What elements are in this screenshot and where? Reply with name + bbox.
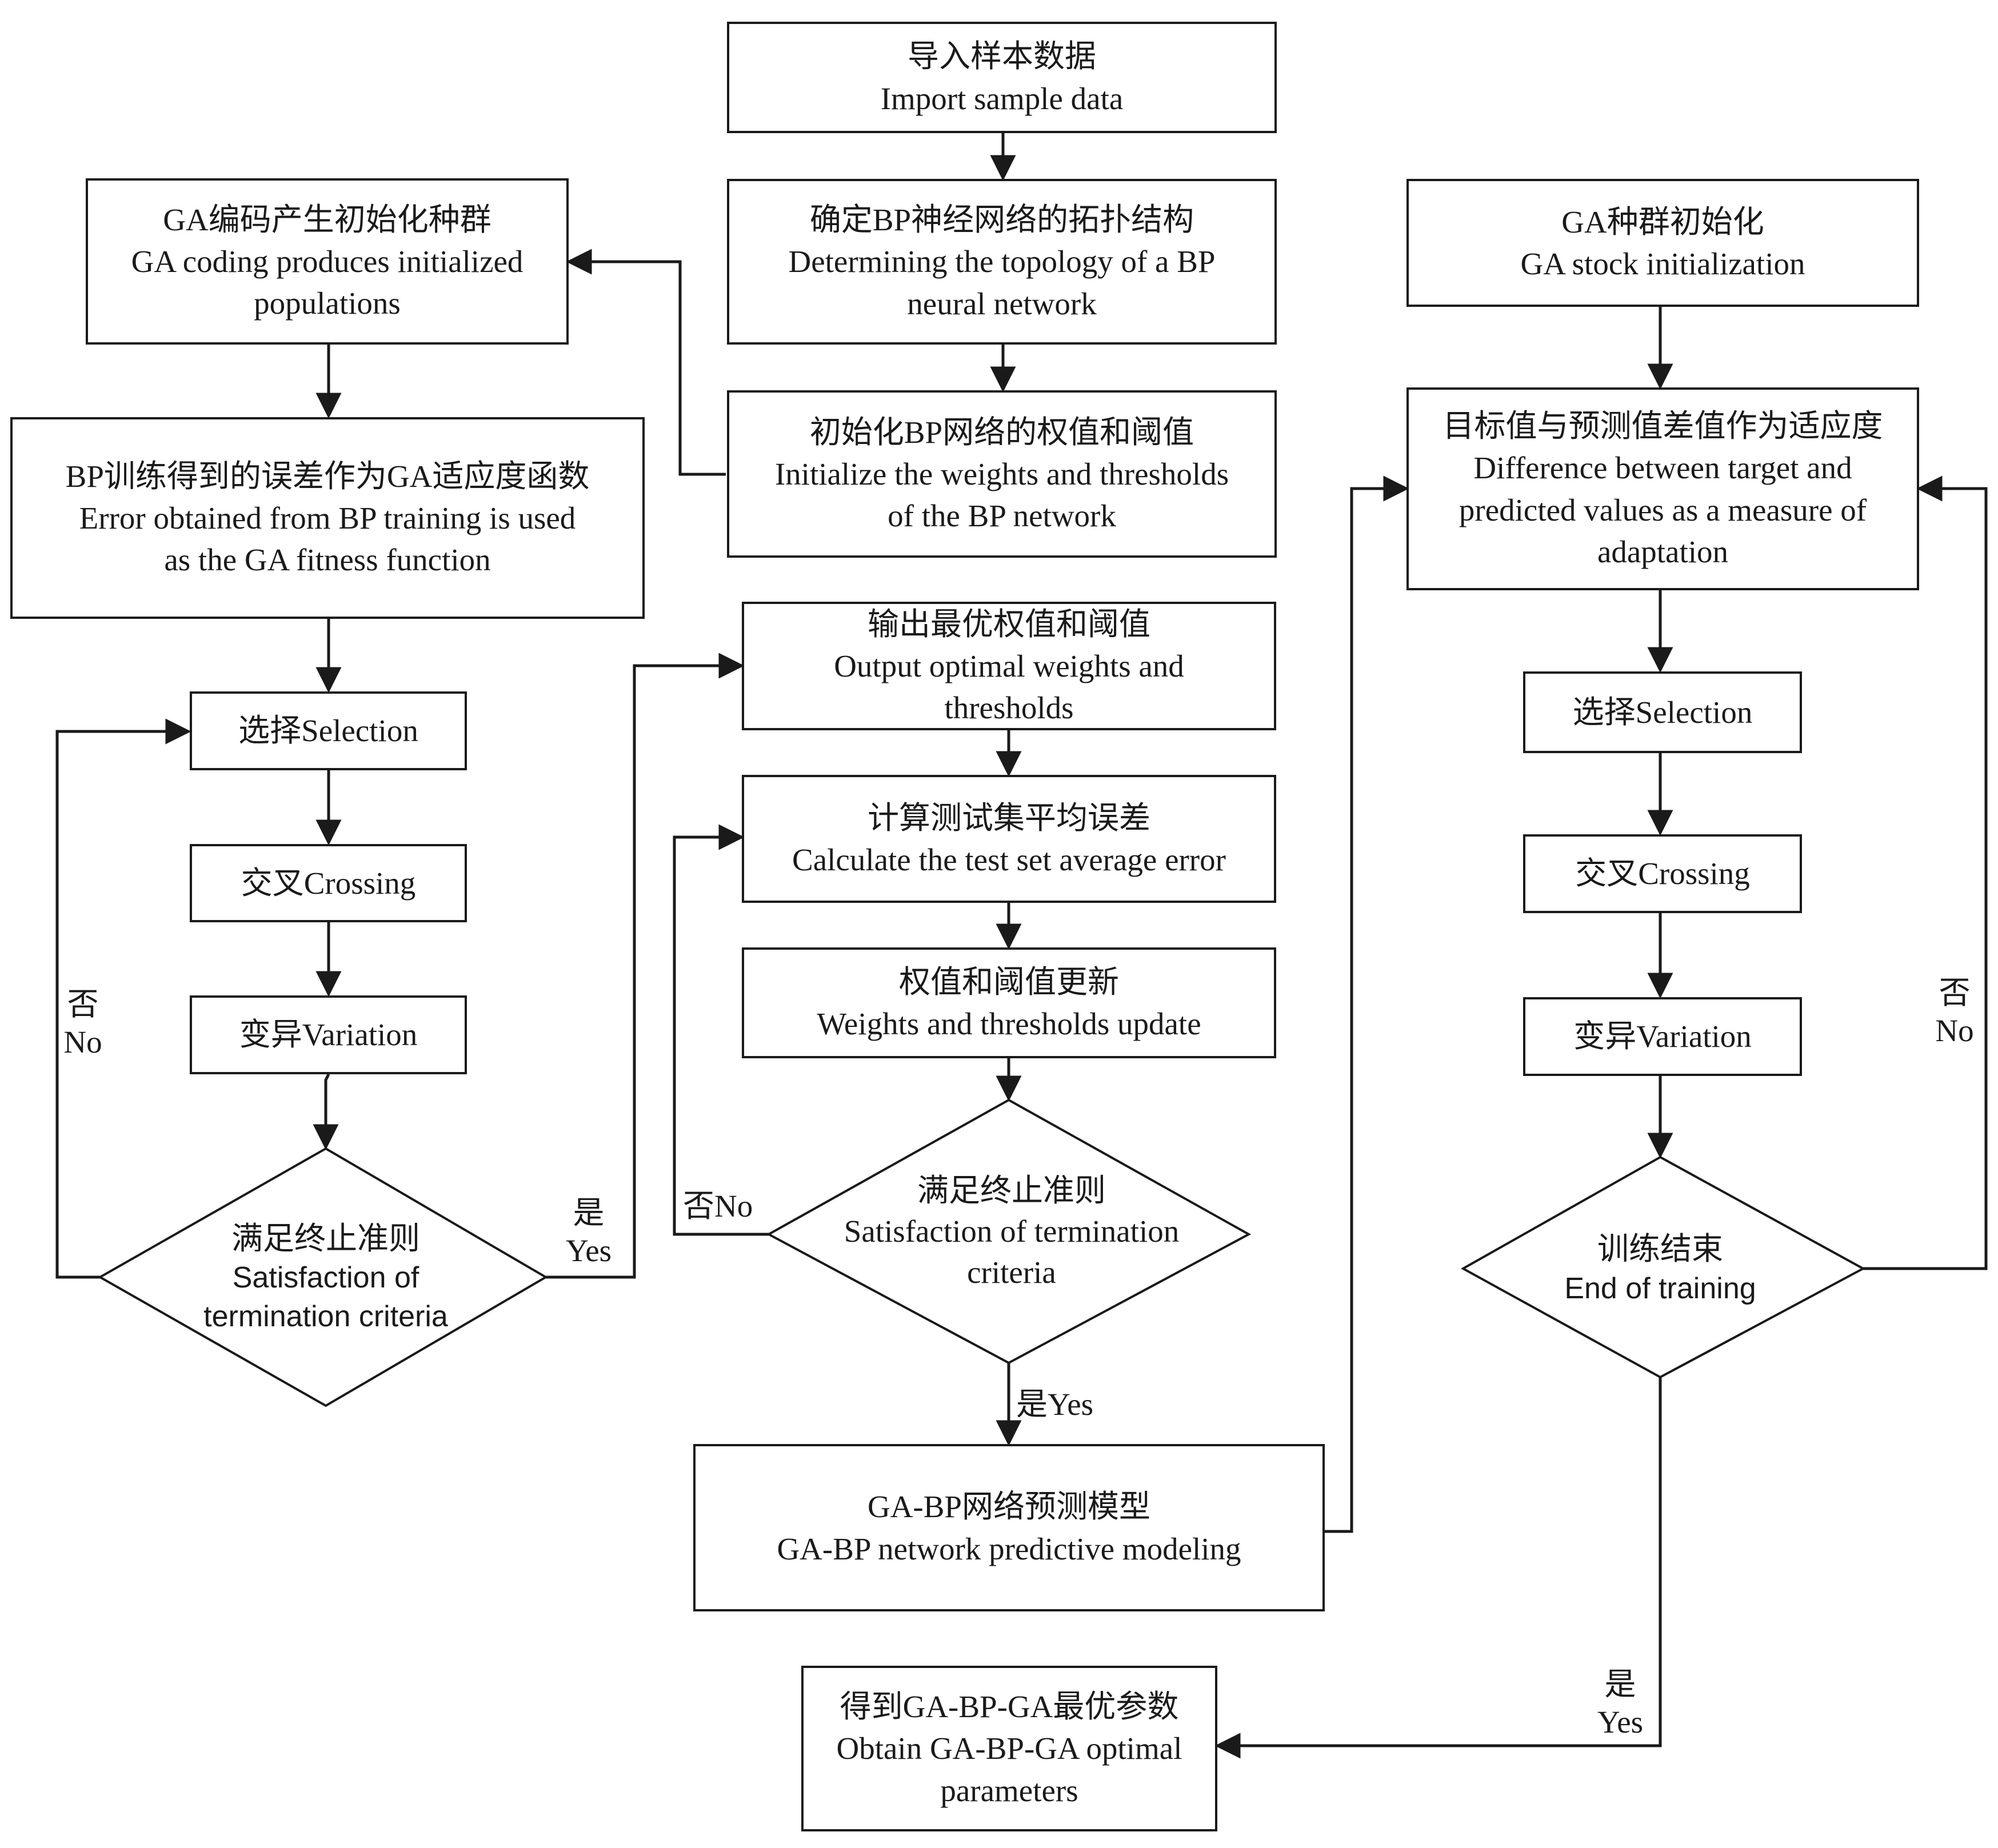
label-right-yes-zh: 是: [1604, 1667, 1636, 1702]
node-right-selection-label: 选择Selection: [1572, 694, 1753, 730]
mid-decision-en1: Satisfaction of termination: [844, 1214, 1180, 1249]
node-difference-zh: 目标值与预测值差值作为适应度: [1442, 409, 1883, 444]
node-gabp-model: GA-BP网络预测模型 GA-BP network predictive mod…: [693, 1444, 1325, 1611]
node-right-variation: 变异Variation: [1523, 997, 1802, 1076]
label-right-yes-en: Yes: [1597, 1705, 1644, 1739]
label-mid-yes-text: 是Yes: [1016, 1387, 1094, 1422]
node-bp-error-fitness: BP训练得到的误差作为GA适应度函数 Error obtained from B…: [10, 417, 645, 619]
mid-decision-zh: 满足终止准则: [917, 1173, 1106, 1208]
label-mid-yes: 是Yes: [1016, 1386, 1093, 1423]
left-decision-text: 满足终止准则 Satisfaction of termination crite…: [137, 1200, 514, 1354]
node-gacoding-zh: GA编码产生初始化种群: [163, 202, 491, 237]
mid-decision-text: 满足终止准则 Satisfaction of termination crite…: [806, 1154, 1217, 1309]
node-right-selection: 选择Selection: [1523, 671, 1802, 753]
node-final-en1: Obtain GA-BP-GA optimal: [836, 1731, 1182, 1766]
arrow-leftdecision-yes: [546, 653, 745, 1279]
node-left-selection-label: 选择Selection: [238, 713, 418, 749]
node-left-selection: 选择Selection: [190, 691, 467, 770]
node-calc-zh: 计算测试集平均误差: [867, 800, 1150, 835]
node-topology-en1: Determining the topology of a BP: [788, 244, 1216, 279]
label-right-no-en: No: [1935, 1013, 1974, 1048]
node-difference-fitness: 目标值与预测值差值作为适应度 Difference between target…: [1406, 387, 1919, 590]
node-difference-en2: predicted values as a measure of: [1458, 492, 1867, 527]
node-init-zh: 初始化BP网络的权值和阈值: [809, 414, 1194, 450]
node-left-variation: 变异Variation: [190, 995, 467, 1074]
node-import-en: Import sample data: [880, 81, 1124, 116]
arrow-variation-to-decision: [313, 1073, 339, 1150]
node-ga-coding: GA编码产生初始化种群 GA coding produces initializ…: [86, 178, 569, 345]
label-mid-no-text: 否No: [683, 1189, 753, 1223]
label-mid-no: 否No: [683, 1187, 753, 1225]
node-bperror-en1: Error obtained from BP training is used: [79, 500, 576, 535]
node-update-zh: 权值和阈值更新: [898, 964, 1119, 999]
node-topology-zh: 确定BP神经网络的拓扑结构: [809, 202, 1194, 238]
mid-decision-en2: criteria: [967, 1254, 1056, 1290]
node-gabp-en: GA-BP network predictive modeling: [777, 1531, 1241, 1566]
node-difference-en3: adaptation: [1597, 534, 1729, 569]
end-training-en: End of training: [1564, 1271, 1756, 1305]
label-right-no-zh: 否: [1939, 975, 1971, 1010]
node-right-crossing-label: 交叉Crossing: [1575, 856, 1750, 891]
node-import-sample-data: 导入样本数据 Import sample data: [727, 22, 1277, 133]
label-left-no-zh: 否: [67, 987, 99, 1022]
arrow-gabp-to-difference: [1325, 475, 1409, 1533]
arrow-init-to-gacoding: [566, 249, 726, 476]
node-gacoding-en2: populations: [254, 286, 401, 321]
end-training-zh: 训练结束: [1597, 1231, 1723, 1267]
label-left-no: 否 No: [54, 986, 111, 1061]
node-left-crossing-label: 交叉Crossing: [241, 865, 416, 901]
label-right-yes: 是 Yes: [1589, 1666, 1652, 1741]
node-left-variation-label: 变异Variation: [239, 1017, 418, 1053]
node-output-zh: 输出最优权值和阈值: [867, 606, 1150, 642]
node-gastock-en: GA stock initialization: [1520, 246, 1805, 281]
right-decision-text: 训练结束 End of training: [1486, 1211, 1835, 1326]
arrow-middecision-no-loop: [673, 824, 769, 1236]
node-weights-update: 权值和阈值更新 Weights and thresholds update: [742, 947, 1276, 1058]
node-difference-en1: Difference between target and: [1473, 450, 1852, 486]
label-right-no: 否 No: [1926, 974, 1983, 1050]
node-bperror-en2: as the GA fitness function: [164, 542, 491, 578]
label-left-no-en: No: [63, 1025, 102, 1059]
node-final-zh: 得到GA-BP-GA最优参数: [840, 1689, 1179, 1725]
node-initialize-weights: 初始化BP网络的权值和阈值 Initialize the weights and…: [727, 390, 1277, 558]
node-ga-stock-init: GA种群初始化 GA stock initialization: [1406, 179, 1919, 307]
node-import-zh: 导入样本数据: [907, 39, 1096, 74]
left-decision-diamond: [97, 1147, 548, 1407]
label-left-yes-zh: 是: [573, 1195, 605, 1230]
node-right-crossing: 交叉Crossing: [1523, 834, 1802, 913]
left-decision-en1: Satisfaction of: [232, 1261, 419, 1295]
node-gabp-zh: GA-BP网络预测模型: [867, 1489, 1151, 1525]
label-left-yes: 是 Yes: [557, 1194, 620, 1270]
node-output-en1: Output optimal weights and: [834, 648, 1184, 683]
arrow-end-no-loop: [1863, 475, 1988, 1270]
left-decision-en2: termination criteria: [203, 1299, 448, 1333]
node-topology-en2: neural network: [907, 286, 1097, 321]
node-final-en2: parameters: [940, 1773, 1078, 1808]
left-decision-zh: 满足终止准则: [231, 1221, 420, 1256]
node-update-en: Weights and thresholds update: [817, 1006, 1201, 1041]
arrow-leftdecision-no-loop: [55, 718, 191, 1279]
node-left-crossing: 交叉Crossing: [190, 844, 467, 922]
node-gastock-zh: GA种群初始化: [1561, 204, 1764, 239]
node-determine-topology: 确定BP神经网络的拓扑结构 Determining the topology o…: [727, 179, 1277, 345]
node-init-en1: Initialize the weights and thresholds: [774, 456, 1229, 491]
node-output-optimal: 输出最优权值和阈值 Output optimal weights and thr…: [742, 602, 1276, 730]
node-init-en2: of the BP network: [888, 498, 1116, 534]
node-calc-test-error: 计算测试集平均误差 Calculate the test set average…: [742, 775, 1276, 903]
arrow-end-yes-to-final: [1214, 1377, 1662, 1759]
node-output-en2: thresholds: [944, 690, 1074, 726]
node-final-parameters: 得到GA-BP-GA最优参数 Obtain GA-BP-GA optimal p…: [801, 1666, 1217, 1831]
node-calc-en: Calculate the test set average error: [792, 842, 1226, 877]
node-bperror-zh: BP训练得到的误差作为GA适应度函数: [65, 458, 590, 494]
node-right-variation-label: 变异Variation: [1573, 1019, 1752, 1054]
node-gacoding-en1: GA coding produces initialized: [131, 243, 524, 279]
label-left-yes-en: Yes: [565, 1233, 612, 1268]
